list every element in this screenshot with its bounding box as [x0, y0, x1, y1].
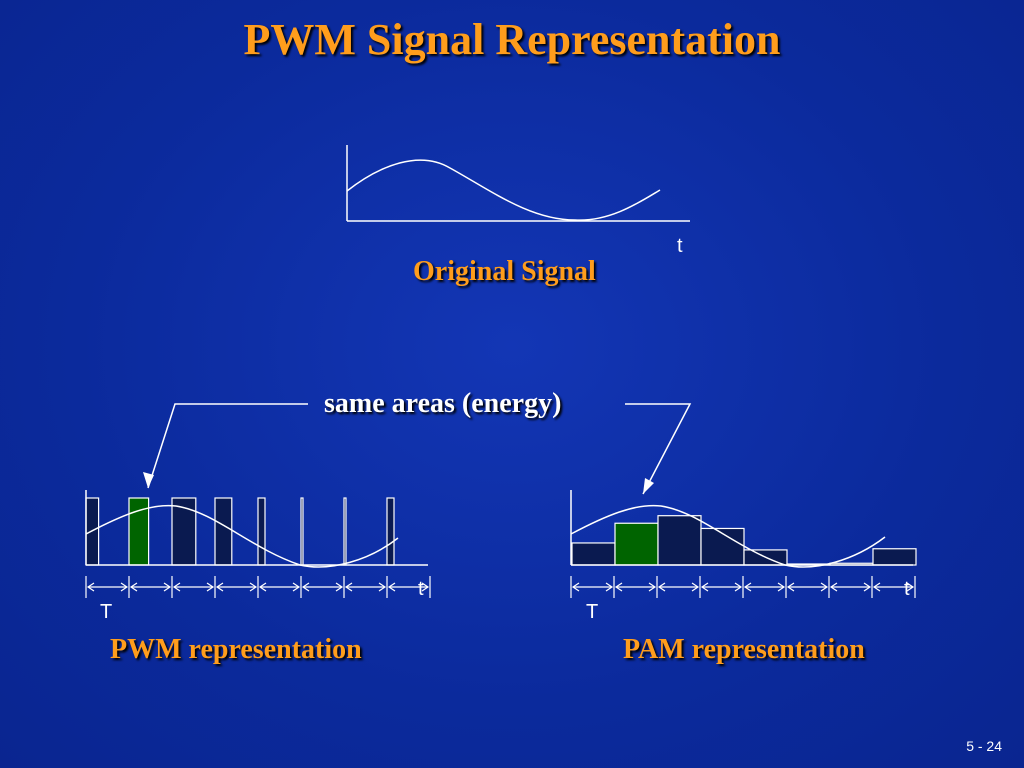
pam-axis-label: t [904, 578, 910, 600]
period-arrow-right [820, 582, 829, 592]
period-arrow-left [86, 582, 95, 592]
period-arrow-left [258, 582, 267, 592]
period-arrow-left [571, 582, 580, 592]
pwm-axis-label: t [418, 578, 424, 600]
original-waveform [346, 159, 661, 221]
period-arrow-left [872, 582, 881, 592]
period-arrow-right [292, 582, 301, 592]
period-arrow-right [863, 582, 872, 592]
pam-pulse [614, 522, 659, 566]
period-arrow-left [301, 582, 310, 592]
original-signal-caption: Original Signal [413, 256, 596, 287]
period-arrow-left [129, 582, 138, 592]
pwm-pulse [300, 497, 304, 566]
period-arrow-left [700, 582, 709, 592]
period-arrow-right [906, 582, 915, 592]
period-arrow-left [344, 582, 353, 592]
period-arrow-left [786, 582, 795, 592]
page-number: 5 - 24 [966, 738, 1002, 754]
period-arrow-right [120, 582, 129, 592]
pam-waveform [570, 504, 886, 568]
pam-pulses [571, 515, 917, 566]
pwm-pulse [343, 497, 347, 566]
callout-leaders [143, 403, 692, 495]
period-arrow-right [777, 582, 786, 592]
pwm-waveform [85, 504, 399, 568]
period-arrow-right [249, 582, 258, 592]
period-arrow-right [691, 582, 700, 592]
pam-pulse [657, 515, 702, 566]
same-areas-callout: same areas (energy) [324, 388, 562, 419]
period-arrow-right [734, 582, 743, 592]
period-arrow-left [743, 582, 752, 592]
period-arrow-left [614, 582, 623, 592]
period-arrow-right [163, 582, 172, 592]
period-arrow-left [215, 582, 224, 592]
pwm-period-marks [85, 576, 431, 598]
pwm-pulse [257, 497, 266, 566]
pam-pulse [700, 527, 745, 566]
period-arrow-right [648, 582, 657, 592]
period-arrow-right [335, 582, 344, 592]
period-arrow-right [378, 582, 387, 592]
period-arrow-left [657, 582, 666, 592]
original-axis-label: t [677, 235, 683, 257]
pwm-pulses [85, 497, 395, 566]
period-arrow-right [605, 582, 614, 592]
pam-plot: t T [570, 490, 917, 623]
pam-period-marks [570, 576, 916, 598]
pam-caption: PAM representation [623, 634, 865, 665]
pwm-pulse [214, 497, 233, 566]
pwm-plot: t T [85, 490, 431, 623]
pam-pulse [872, 548, 917, 566]
pam-period-label: T [586, 601, 598, 623]
pwm-pulse [386, 497, 395, 566]
period-arrow-left [172, 582, 181, 592]
slide-title: PWM Signal Representation [243, 15, 781, 64]
period-arrow-right [206, 582, 215, 592]
period-arrow-right [421, 582, 430, 592]
period-arrow-left [829, 582, 838, 592]
period-arrow-left [387, 582, 396, 592]
original-signal-plot: t [346, 145, 690, 257]
pwm-caption: PWM representation [110, 634, 362, 665]
pam-pulse [571, 542, 616, 566]
pwm-period-label: T [100, 601, 112, 623]
